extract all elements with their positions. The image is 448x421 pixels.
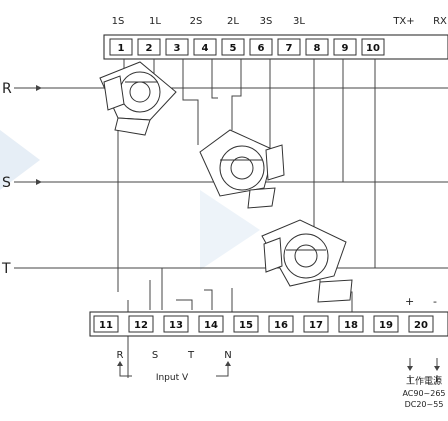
bottom-terminal-box bbox=[198, 315, 224, 333]
top-terminal-8: 8 bbox=[305, 38, 329, 56]
current-transformer-1 bbox=[99, 61, 177, 136]
top-terminal-box bbox=[165, 38, 189, 56]
top-terminal-number: 5 bbox=[230, 43, 237, 54]
watermark-decoration bbox=[0, 130, 260, 270]
bottom-terminal-strip: 11 12 13 14 15 16 17 18 19 20 bbox=[89, 311, 448, 337]
bottom-terminal-box bbox=[373, 315, 399, 333]
input-label-s: S bbox=[152, 350, 158, 361]
top-terminal-number: 3 bbox=[174, 43, 181, 54]
bottom-terminal-number: 20 bbox=[414, 320, 428, 331]
bottom-terminal-number: 16 bbox=[274, 320, 288, 331]
top-terminal-number: 2 bbox=[146, 43, 153, 54]
top-terminal-number: 6 bbox=[258, 43, 265, 54]
top-label-rx: RX bbox=[433, 16, 447, 27]
top-terminal-4: 4 bbox=[193, 38, 217, 56]
power-ac-range: AC90~265 bbox=[402, 389, 445, 398]
input-label-n: N bbox=[224, 350, 231, 361]
phase-labels: R S T bbox=[1, 81, 12, 277]
bottom-terminal-box bbox=[128, 315, 154, 333]
phase-label-t: T bbox=[1, 261, 11, 277]
bottom-terminal-box bbox=[408, 315, 434, 333]
top-terminal-9: 9 bbox=[333, 38, 357, 56]
bottom-terminal-box bbox=[163, 315, 189, 333]
bottom-terminal-number: 11 bbox=[99, 320, 113, 331]
input-voltage-labels: R S T N bbox=[117, 350, 232, 361]
top-label-3s: 3S bbox=[260, 16, 273, 27]
bottom-terminal-number: 12 bbox=[134, 320, 148, 331]
bottom-terminal-box bbox=[303, 315, 329, 333]
top-terminal-5: 5 bbox=[221, 38, 245, 56]
top-terminal-6: 6 bbox=[249, 38, 273, 56]
top-terminal-box bbox=[361, 38, 385, 56]
bottom-terminal-15: 15 bbox=[233, 315, 259, 333]
top-terminal-2: 2 bbox=[137, 38, 161, 56]
top-terminal-box bbox=[193, 38, 217, 56]
phase-label-s: S bbox=[2, 175, 11, 191]
bottom-terminal-16: 16 bbox=[268, 315, 294, 333]
bottom-terminal-18: 18 bbox=[338, 315, 364, 333]
top-label-1s: 1S bbox=[112, 16, 125, 27]
phase-s-arrow bbox=[36, 179, 42, 185]
bottom-terminal-11: 11 bbox=[93, 315, 119, 333]
top-terminal-number: 4 bbox=[202, 43, 209, 54]
top-label-tx-plus: TX+ bbox=[392, 16, 414, 27]
supply-plus-label: + bbox=[405, 295, 414, 308]
bottom-terminal-17: 17 bbox=[303, 315, 329, 333]
top-terminal-number: 8 bbox=[314, 43, 321, 54]
top-terminal-number: 9 bbox=[342, 43, 349, 54]
top-terminal-box bbox=[277, 38, 301, 56]
power-dc-range: DC20~55 bbox=[405, 400, 444, 409]
top-terminal-number: 7 bbox=[286, 43, 293, 54]
input-label-r: R bbox=[117, 350, 124, 361]
bottom-terminal-number: 19 bbox=[379, 320, 393, 331]
top-label-2s: 2S bbox=[190, 16, 203, 27]
bottom-terminal-box bbox=[268, 315, 294, 333]
input-voltage-caption: Input V bbox=[156, 373, 189, 383]
bottom-terminal-box bbox=[233, 315, 259, 333]
top-terminal-box bbox=[305, 38, 329, 56]
top-terminal-number: 1 bbox=[118, 43, 125, 54]
current-transformer-3 bbox=[261, 219, 353, 303]
top-label-2l: 2L bbox=[227, 16, 239, 27]
top-terminal-box bbox=[137, 38, 161, 56]
bottom-terminal-13: 13 bbox=[163, 315, 189, 333]
bottom-terminal-12: 12 bbox=[128, 315, 154, 333]
top-terminal-number: 10 bbox=[366, 43, 380, 54]
top-terminal-7: 7 bbox=[277, 38, 301, 56]
top-label-1l: 1L bbox=[149, 16, 161, 27]
top-label-3l: 3L bbox=[293, 16, 305, 27]
power-label-cn: 工作電源 bbox=[406, 375, 442, 387]
bottom-terminal-19: 19 bbox=[373, 315, 399, 333]
input-arrows bbox=[117, 361, 231, 377]
top-terminal-box bbox=[333, 38, 357, 56]
phase-r-arrow bbox=[36, 85, 42, 91]
supply-minus-label: - bbox=[433, 295, 437, 308]
top-terminal-10: 10 bbox=[361, 38, 385, 56]
bottom-terminal-number: 14 bbox=[204, 320, 218, 331]
top-terminal-strip: 1 2 3 4 5 6 7 8 9 10 bbox=[103, 34, 448, 60]
top-terminal-1: 1 bbox=[109, 38, 133, 56]
bottom-terminal-box bbox=[338, 315, 364, 333]
bottom-terminal-number: 17 bbox=[309, 320, 323, 331]
bottom-terminal-number: 15 bbox=[239, 320, 253, 331]
bottom-terminal-number: 13 bbox=[169, 320, 183, 331]
input-label-t: T bbox=[187, 350, 195, 361]
top-terminal-box bbox=[221, 38, 245, 56]
bottom-terminal-20: 20 bbox=[408, 315, 434, 333]
power-supply-arrows bbox=[407, 358, 440, 371]
bottom-terminal-number: 18 bbox=[344, 320, 358, 331]
phase-label-r: R bbox=[2, 81, 12, 97]
bottom-terminal-box bbox=[93, 315, 119, 333]
current-transformer-2 bbox=[199, 129, 285, 209]
top-terminal-labels: 1S 1L 2S 2L 3S 3L TX+ RX bbox=[112, 16, 447, 27]
top-terminal-box bbox=[249, 38, 273, 56]
top-terminal-3: 3 bbox=[165, 38, 189, 56]
bottom-terminal-14: 14 bbox=[198, 315, 224, 333]
top-terminal-box bbox=[109, 38, 133, 56]
